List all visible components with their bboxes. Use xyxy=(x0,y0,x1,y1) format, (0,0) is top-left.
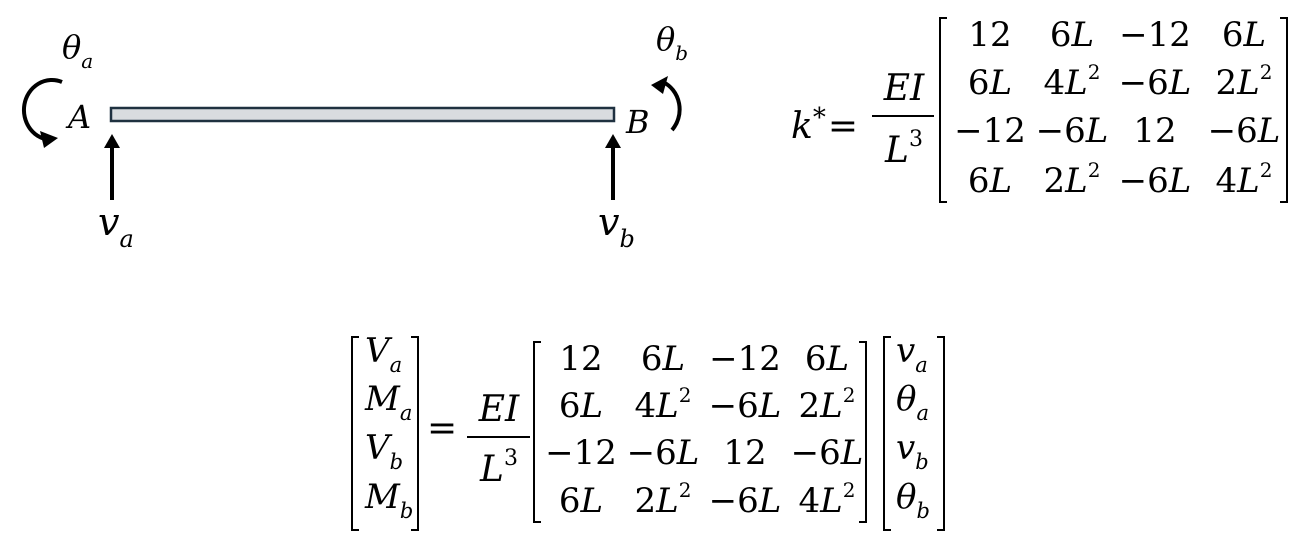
stiffness-matrix-cell: 12 xyxy=(1133,111,1176,151)
equation-matrix-cell: −12 xyxy=(545,433,617,473)
stiffness-matrix-cell: −12 xyxy=(1119,15,1191,55)
force-vector-left-bracket xyxy=(351,336,359,531)
stiffness-matrix-cell: 6L xyxy=(1050,15,1094,55)
displacement-vector-left-bracket xyxy=(883,336,891,531)
stiffness-matrix-cell: −6L xyxy=(1036,111,1109,151)
equation-matrix-cell: 6L xyxy=(641,339,685,379)
equation-matrix-left-bracket xyxy=(533,341,541,523)
equation-matrix-cell: 6L xyxy=(805,339,849,379)
equation-matrix-cell: 4L2 xyxy=(799,478,856,521)
stiffness-matrix-cell: 6L xyxy=(1222,15,1266,55)
rotation-arrowhead-b xyxy=(651,76,668,94)
equation-numerator: EI xyxy=(478,389,520,430)
stiffness-matrix-cell: −6L xyxy=(1119,161,1192,201)
shear-label-b: vb xyxy=(598,200,635,253)
beam xyxy=(109,106,616,123)
displacement-vector-entry: θa xyxy=(896,379,929,425)
rotation-arrow-b xyxy=(662,80,682,132)
equation-matrix-cell: 4L2 xyxy=(635,383,692,426)
force-vector-entry: Ma xyxy=(364,379,412,425)
node-label-b: B xyxy=(625,103,650,141)
stiffness-matrix-cell: −6L xyxy=(1119,63,1192,103)
displacement-vector-entry: θb xyxy=(896,477,930,523)
stiffness-matrix-cell: 4L2 xyxy=(1044,60,1101,103)
equation-matrix-cell: −6L xyxy=(709,386,782,426)
stiffness-matrix-cell: 6L xyxy=(968,161,1012,201)
stiffness-matrix-left-bracket xyxy=(939,17,947,203)
displacement-vector-entry: va xyxy=(896,331,928,377)
force-vector-entry: Mb xyxy=(364,477,413,523)
shear-label-a: va xyxy=(98,200,134,253)
equation-matrix-cell: 2L2 xyxy=(799,383,856,426)
shear-arrowhead-b xyxy=(605,134,621,148)
equation-matrix-right-bracket xyxy=(859,341,867,523)
rotation-label-b: θb xyxy=(656,20,688,65)
force-vector-entry: Va xyxy=(365,331,402,377)
stiffness-matrix-cell: 6L xyxy=(968,63,1012,103)
stiffness-matrix-cell: 4L2 xyxy=(1216,158,1273,201)
equation-matrix-cell: −6L xyxy=(791,433,864,473)
rotation-label-a: θa xyxy=(62,28,93,73)
stiffness-numerator: EI xyxy=(883,68,925,109)
equation-matrix-cell: 6L xyxy=(559,481,603,521)
equation-matrix-cell: 12 xyxy=(559,339,602,379)
equation-matrix-cell: −12 xyxy=(709,339,781,379)
force-vector-right-bracket xyxy=(411,336,419,531)
rotation-arrowhead-a xyxy=(40,131,58,148)
stiffness-denominator: L3 xyxy=(884,127,923,171)
equation-matrix-cell: 12 xyxy=(723,433,766,473)
displacement-vector-right-bracket xyxy=(937,336,945,531)
rotation-arrow-a xyxy=(21,78,63,143)
equation-matrix-cell: 2L2 xyxy=(635,478,692,521)
stiffness-matrix-cell: −6L xyxy=(1208,111,1281,151)
stiffness-matrix-cell: 2L2 xyxy=(1216,60,1273,103)
shear-arrowhead-a xyxy=(104,134,120,148)
stiffness-matrix-cell: −12 xyxy=(954,111,1026,151)
stiffness-symbol: k*= xyxy=(791,103,858,147)
node-label-a: A xyxy=(65,98,91,136)
stiffness-matrix-cell: 2L2 xyxy=(1044,158,1101,201)
equation-equals: = xyxy=(427,408,457,449)
beam-diagram: A B θa θb va vb xyxy=(21,20,688,253)
displacement-vector-entry: vb xyxy=(896,428,929,474)
stiffness-matrix-right-bracket xyxy=(1280,17,1288,203)
equation-matrix-cell: −6L xyxy=(627,433,700,473)
stiffness-matrix-cell: 12 xyxy=(968,15,1011,55)
equation-matrix-cell: −6L xyxy=(709,481,782,521)
force-vector-entry: Vb xyxy=(365,428,403,474)
equation-denominator: L3 xyxy=(479,446,518,490)
equation-matrix-cell: 6L xyxy=(559,386,603,426)
